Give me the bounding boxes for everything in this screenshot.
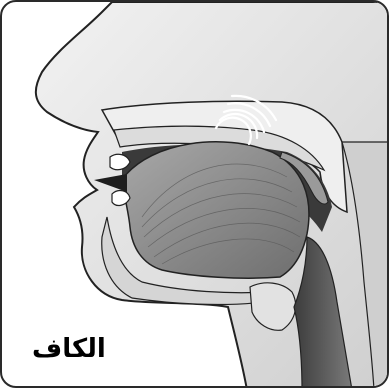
caption-letter-kaf: الكاف [32, 336, 106, 362]
tongue [124, 142, 309, 278]
